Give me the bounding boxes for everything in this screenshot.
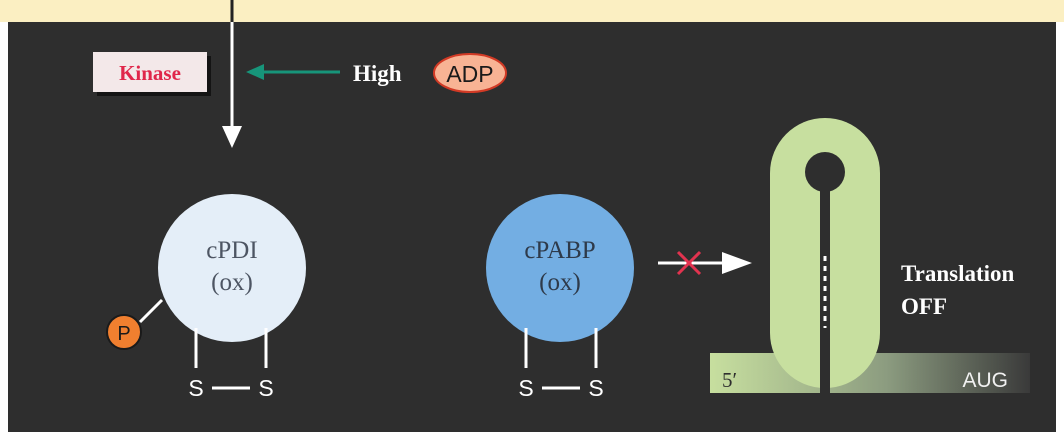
translation-label: Translation <box>901 261 1015 286</box>
cpabp-name: cPABP <box>524 237 595 264</box>
phosphate-circle <box>106 314 142 350</box>
right-sulfur-1: S <box>518 375 533 401</box>
left-sulfur-2: S <box>258 375 273 401</box>
phosphate-label: P <box>117 323 130 345</box>
translation-state: OFF <box>901 294 947 319</box>
kinase-label: Kinase <box>119 61 181 85</box>
green-arrow-head <box>246 64 264 80</box>
block-x-icon <box>676 250 702 276</box>
adp-badge <box>433 53 507 93</box>
cpdi-name: cPDI <box>206 237 257 264</box>
mrna-stem-loop: 5′ AUG <box>710 118 1030 393</box>
high-label: High <box>353 61 402 86</box>
five-prime-label: 5′ <box>722 368 737 392</box>
phospho-link <box>138 298 164 324</box>
hairpin-loop-hole <box>805 152 845 192</box>
right-sulfur-2: S <box>588 375 603 401</box>
adp-label: ADP <box>446 61 493 87</box>
blocked-arrow-head <box>722 252 752 274</box>
right-border <box>1056 22 1064 432</box>
kinase-box-fill <box>93 52 207 92</box>
cpdi-state: (ox) <box>211 269 253 296</box>
vertical-arrow-head <box>222 126 242 148</box>
kinase-box: Kinase <box>93 52 211 96</box>
cpdi-circle <box>158 194 306 342</box>
aug-label: AUG <box>962 369 1008 392</box>
top-band <box>0 0 1064 22</box>
cpabp-state: (ox) <box>539 269 581 296</box>
cpabp-circle <box>486 194 634 342</box>
left-border <box>0 22 8 432</box>
left-sulfur-1: S <box>188 375 203 401</box>
